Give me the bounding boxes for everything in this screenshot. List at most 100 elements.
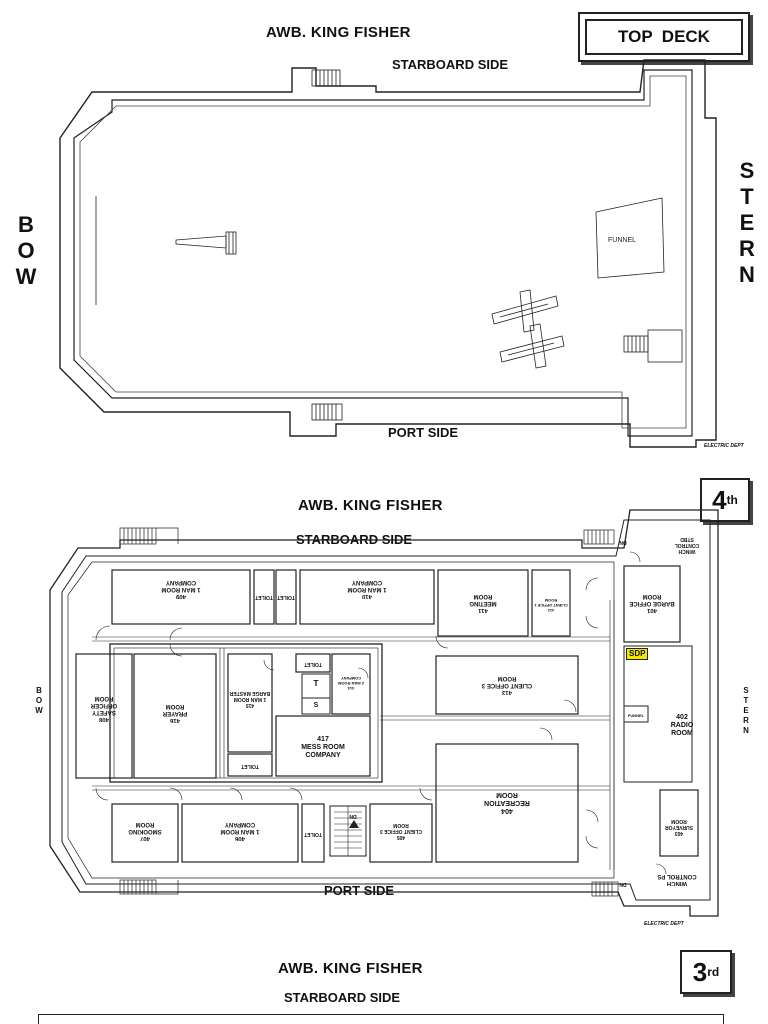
funnel-small-label: FUNNEL [627,713,645,718]
top-deck-bow: B O W [14,212,38,290]
dn-center-label: DN [349,813,357,819]
room-toilet-3 [295,653,331,673]
stern-letter: S [739,158,755,183]
funnel-shape [595,197,665,279]
deck4-stair-port-stern [591,881,619,897]
stern-letter: R [743,716,749,725]
room-toilet-2 [275,569,297,625]
deck4-stair-stbd-bow [119,527,179,545]
room-toilet-1-label: TOILET [255,594,273,600]
top-deck-stern: S T E R N [735,158,759,288]
room-funnel-small [623,705,649,723]
room-417-label: 417 MESS ROOM COMPANY [301,736,345,759]
deck4-stern: S T E R N [741,686,751,736]
deck4-title: AWB. KING FISHER [298,497,443,514]
room-408-label: 408 SAFETY OFFICER ROOM [90,695,118,722]
room-407-label: 407 SMOOKING ROOM [128,821,162,841]
room-415-label: 415 1 MAN ROOM BARGE MASTER [229,690,271,708]
stern-letter: N [743,726,749,735]
room-404 [435,743,579,863]
room-412 [531,569,571,637]
deck3-starboard-label: STARBOARD SIDE [284,990,401,1005]
stern-letter: T [743,696,749,705]
room-414-label: 414 2 MAN ROOM COMPANY [338,676,364,691]
room-411-label: 411 MEETING ROOM [469,593,497,613]
bow-letter: B [36,686,42,695]
room-409 [111,569,251,625]
room-413-label: 413 CLIENT OFFICE 3 ROOM [481,675,533,695]
deck4-stair-center-steps [334,806,362,856]
room-407 [111,803,179,863]
room-413 [435,655,579,715]
room-401-label: 401 BARGE OFFICE ROOM [629,593,675,613]
deck4-port-label: PORT SIDE [324,883,395,898]
stern-letter: T [740,184,754,209]
bow-letter: O [35,696,43,705]
top-mast [175,231,237,255]
t-mark-label: T [313,679,319,688]
room-toilet-1 [253,569,275,625]
room-toilet-4-label: TOILET [241,763,259,769]
deck4-footer: ELECTRIC DEPT [644,921,684,927]
s-mark-label: S [313,702,319,709]
room-416-label: 416 PRAYER ROOM [162,703,188,723]
top-deck-port-label: PORT SIDE [388,425,459,440]
top-deck-title: AWB. KING FISHER [266,24,411,41]
winch-ps-label: WINCH CONTROL PS [657,873,697,886]
room-411 [437,569,529,637]
room-417 [275,715,371,777]
sdp-tag: SDP [626,648,649,660]
room-405-label: 405 CLIENT OFFICE 3 ROOM [380,822,422,840]
stair-arrow-icon [349,820,359,828]
bow-letter: B [18,212,34,237]
room-410-label: 410 1 MAN ROOM COMPANY [347,579,387,599]
top-deck-badge-label: TOP DECK [618,27,710,46]
deck4-bow: B O W [34,686,44,716]
room-402-label: 402 RADIO ROOM [670,714,694,737]
top-deck-footer: ELECTRIC DEPT [704,443,744,449]
room-404-label: 404 RECREATION ROOM [484,791,530,814]
top-stern-stair [623,329,683,363]
deck3-badge-sup: rd [707,965,720,979]
room-406-label: 406 1 MAN ROOM COMPANY [220,821,260,841]
stern-letter: E [743,706,749,715]
deck3-title: AWB. KING FISHER [278,960,423,977]
room-toilet-5-label: TOILET [304,831,322,837]
deck4-badge-num: 4 [712,484,727,515]
top-deck-plan: FUNNEL [59,59,717,448]
room-s-box [301,697,331,715]
room-toilet-2-label: TOILET [277,594,295,600]
bow-letter: O [17,238,35,263]
funnel-label: FUNNEL [608,237,636,244]
room-408 [75,653,133,779]
room-415 [227,653,273,753]
room-401 [623,565,681,643]
bow-letter: W [35,706,43,715]
room-403 [659,789,699,857]
deck3-hull-top [38,1014,724,1024]
top-deck-badge: TOP DECK [578,12,750,62]
bow-letter: W [15,264,37,289]
room-toilet-4 [227,753,273,777]
top-stair-port [311,403,343,421]
top-antenna-2 [499,323,565,369]
room-toilet-5 [301,803,325,863]
room-405 [369,803,433,863]
top-deck-starboard-label: STARBOARD SIDE [392,57,509,72]
stern-letter: S [743,686,749,695]
winch-stbd-label: WINCH CONTROL STBD [674,536,700,554]
stern-letter: E [739,210,755,235]
deck4-stair-port-bow [119,879,179,895]
top-antenna-1 [491,289,559,333]
room-406 [181,803,299,863]
deck3-badge-num: 3 [692,956,708,987]
room-414 [331,653,371,715]
dn-ps-label: DN [619,881,627,887]
room-409-label: 409 1 MAN ROOM COMPANY [161,579,201,599]
top-stair-starboard [311,69,341,87]
room-toilet-3-label: TOILET [304,661,322,667]
deck4-badge-sup: th [726,493,738,507]
